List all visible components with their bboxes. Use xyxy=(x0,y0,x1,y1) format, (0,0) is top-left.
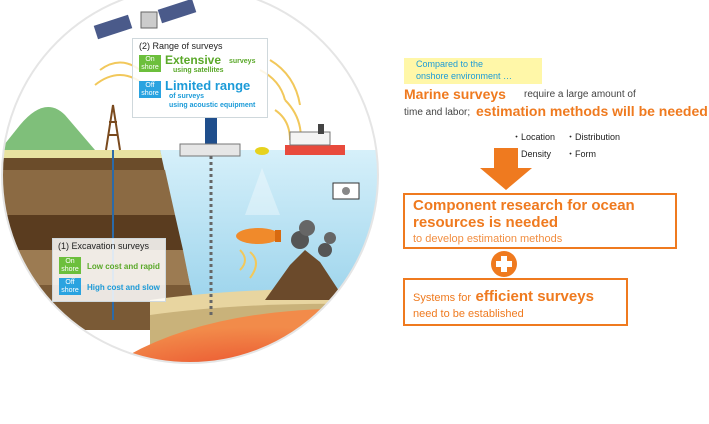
rov-icon xyxy=(332,182,360,200)
plus-icon xyxy=(491,251,517,277)
onshore-range-sub2: using satellites xyxy=(173,67,224,74)
auv-icon xyxy=(236,228,281,244)
systems-line1: Systems for efficient surveys xyxy=(413,288,594,306)
component-research-box: Component research for ocean resources i… xyxy=(403,193,677,249)
bullet-form: ・Form xyxy=(566,149,596,159)
onshore-range-sub1: surveys xyxy=(229,58,256,65)
hill xyxy=(2,107,95,150)
compared-line1: Compared to the xyxy=(416,59,484,69)
bullet-density: ・Density xyxy=(512,149,552,159)
onshore-range-main: Extensive xyxy=(165,53,222,67)
down-arrow-icon xyxy=(480,148,532,190)
sonar-beam xyxy=(245,168,280,215)
excavation-panel-title: (1) Excavation surveys xyxy=(58,241,150,251)
offshore-range-sub1: of surveys xyxy=(169,93,205,100)
drilling-ship xyxy=(179,118,241,315)
bullet-location: ・Location xyxy=(512,132,556,142)
systems-box: Systems for efficient surveys need to be… xyxy=(403,278,628,326)
satellite-icon xyxy=(93,0,197,40)
time-labor-text: time and labor; xyxy=(404,107,471,118)
component-sub: to develop estimation methods xyxy=(413,233,563,245)
estimation-needed-text: estimation methods will be needed xyxy=(476,103,708,119)
excavation-offshore-text: High cost and slow xyxy=(87,283,160,292)
systems-bold: efficient surveys xyxy=(475,288,594,305)
component-line1: Component research for ocean xyxy=(413,197,635,214)
bullet-distribution: ・Distribution xyxy=(566,132,621,142)
component-line2: resources is needed xyxy=(413,214,559,231)
compared-line2: onshore environment … xyxy=(416,71,513,81)
excavation-onshore-text: Low cost and rapid xyxy=(87,262,160,271)
range-panel-title: (2) Range of surveys xyxy=(139,41,223,51)
compared-box: Compared to the onshore environment … xyxy=(404,58,542,84)
hydrothermal-mound xyxy=(265,250,345,300)
buoy-icon xyxy=(255,147,269,155)
offshore-range-sub2: using acoustic equipment xyxy=(169,102,256,109)
acoustic-waves xyxy=(239,249,257,279)
offshore-range-main: Limited range xyxy=(165,78,251,93)
circle-border xyxy=(1,0,379,364)
systems-line2: need to be established xyxy=(413,308,524,320)
systems-pre: Systems for xyxy=(413,292,472,304)
research-vessel xyxy=(285,124,345,155)
require-text: require a large amount of xyxy=(524,89,636,100)
marine-surveys-heading: Marine surveys xyxy=(404,86,506,102)
